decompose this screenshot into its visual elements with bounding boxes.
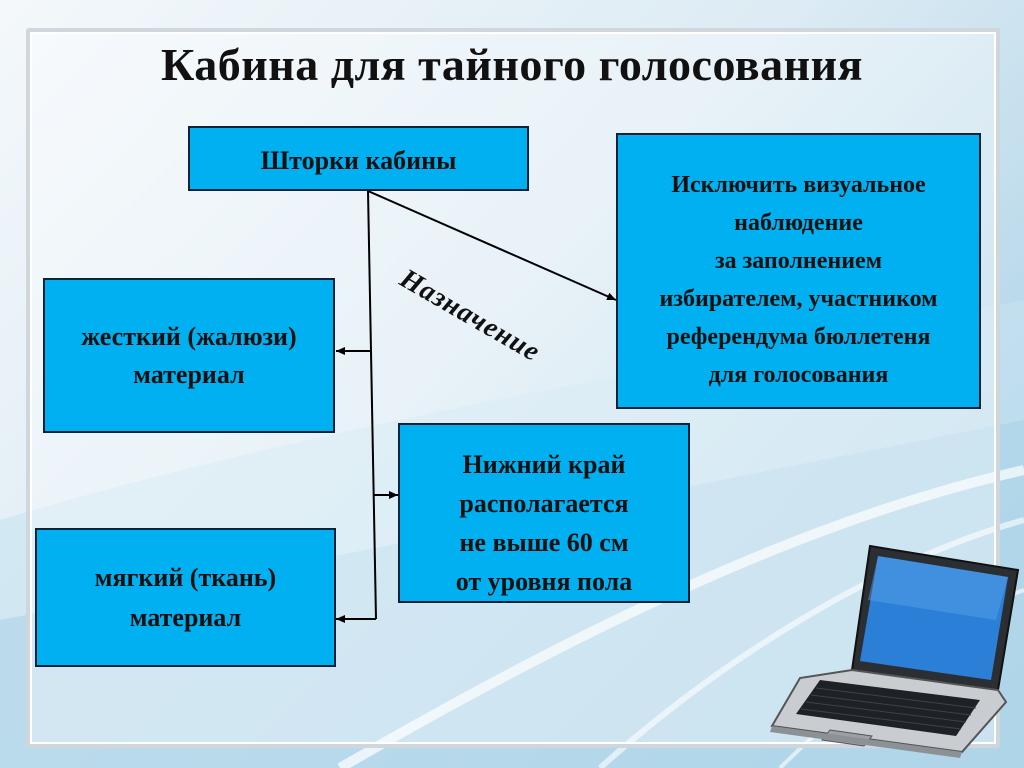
hard-material-line: материал [133, 359, 245, 389]
laptop-icon [770, 544, 1020, 758]
purpose-line: референдума бюллетеня [666, 324, 931, 350]
purpose-line: Исключить визуальное [671, 172, 926, 198]
bottom-edge-line: Нижний край [462, 450, 626, 479]
curtains-label: Шторки кабины [260, 146, 457, 175]
bottom-edge-line: не выше 60 см [459, 528, 629, 557]
trunk-line [367, 190, 377, 620]
soft-material-line: мягкий (ткань) [94, 562, 277, 592]
soft-material-box: мягкий (ткань) материал [35, 528, 336, 667]
hard-material-box: жесткий (жалюзи) материал [43, 278, 335, 433]
curtains-box: Шторки кабины [188, 126, 529, 191]
soft-material-line: материал [129, 602, 242, 632]
hard-material-line: жесткий (жалюзи) [81, 321, 297, 351]
purpose-line: для голосования [708, 362, 889, 388]
bottom-edge-box: Нижний край располагается не выше 60 см … [398, 423, 690, 603]
slide-title: Кабина для тайного голосования [160, 39, 864, 90]
purpose-box: Исключить визуальное наблюдение за запол… [616, 133, 981, 409]
arrow-to-purpose [367, 190, 617, 301]
bottom-edge-line: располагается [459, 489, 629, 518]
purpose-line: избирателем, участником [659, 286, 938, 312]
purpose-line: за заполнением [714, 248, 883, 274]
bottom-edge-line: от уровня пола [455, 567, 633, 596]
purpose-line: наблюдение [734, 210, 863, 236]
